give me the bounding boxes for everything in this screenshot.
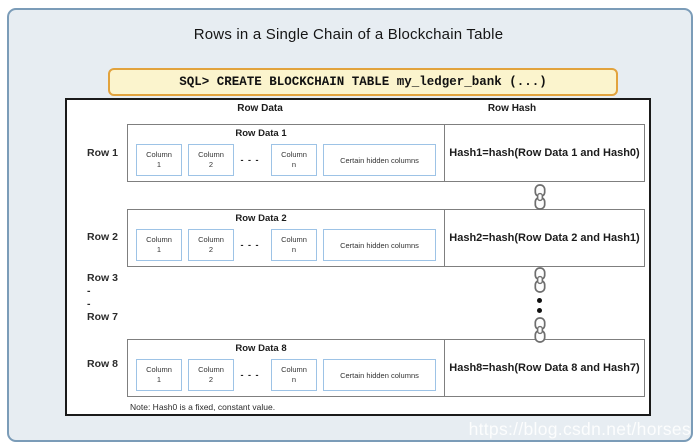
row-label-3: Row 3 bbox=[87, 272, 118, 284]
row-band-1: Row Data 1 Column 1 Column 2 - - - Colum… bbox=[127, 124, 645, 182]
row-label-1: Row 1 bbox=[87, 147, 118, 159]
column-number: n bbox=[291, 375, 297, 384]
column-label: Column bbox=[146, 364, 172, 374]
sql-command-text: SQL> CREATE BLOCKCHAIN TABLE my_ledger_b… bbox=[179, 75, 547, 89]
hidden-columns-box: Certain hidden columns bbox=[323, 229, 436, 261]
footnote: Note: Hash0 is a fixed, constant value. bbox=[130, 402, 276, 412]
column-box-2: Column 2 bbox=[188, 144, 234, 176]
column-number: 1 bbox=[156, 375, 162, 384]
column-header-row-data: Row Data bbox=[237, 103, 283, 114]
column-number: 2 bbox=[208, 245, 214, 254]
column-box-1: Column 1 bbox=[136, 229, 182, 261]
column-box-1: Column 1 bbox=[136, 359, 182, 391]
row-hash-cell: Hash8=hash(Row Data 8 and Hash7) bbox=[444, 340, 644, 396]
watermark-url: https://blog.csdn.net/horses bbox=[468, 419, 691, 439]
column-ellipsis: - - - bbox=[240, 370, 260, 380]
column-label: Column bbox=[198, 364, 224, 374]
row-label-8: Row 8 bbox=[87, 358, 118, 370]
row-data-section: Row Data 2 Column 1 Column 2 - - - Colum… bbox=[128, 210, 444, 266]
column-box-1: Column 1 bbox=[136, 144, 182, 176]
column-label: Column bbox=[281, 149, 307, 159]
row-data-section: Row Data 1 Column 1 Column 2 - - - Colum… bbox=[128, 125, 444, 181]
row-data-title: Row Data 1 bbox=[235, 128, 287, 139]
column-label: Column bbox=[198, 234, 224, 244]
column-ellipsis: - - - bbox=[240, 155, 260, 165]
hidden-columns-box: Certain hidden columns bbox=[323, 359, 436, 391]
sql-command-box: SQL> CREATE BLOCKCHAIN TABLE my_ledger_b… bbox=[108, 68, 618, 96]
columns-area: Column 1 Column 2 - - - Column n Certain… bbox=[128, 227, 444, 266]
column-number: n bbox=[291, 245, 297, 254]
column-box-2: Column 2 bbox=[188, 229, 234, 261]
column-label: Column bbox=[198, 149, 224, 159]
column-number: 1 bbox=[156, 160, 162, 169]
hidden-columns-box: Certain hidden columns bbox=[323, 144, 436, 176]
column-box-n: Column n bbox=[271, 144, 317, 176]
column-ellipsis: - - - bbox=[240, 240, 260, 250]
columns-area: Column 1 Column 2 - - - Column n Certain… bbox=[128, 142, 444, 181]
row-band-2: Row Data 2 Column 1 Column 2 - - - Colum… bbox=[127, 209, 645, 267]
row-label-7: Row 7 bbox=[87, 311, 118, 323]
column-label: Column bbox=[281, 234, 307, 244]
column-number: n bbox=[291, 160, 297, 169]
column-label: Column bbox=[281, 364, 307, 374]
ellipsis-dot bbox=[537, 308, 542, 313]
column-box-n: Column n bbox=[271, 359, 317, 391]
chain-link-icon bbox=[534, 317, 546, 343]
ellipsis-dot bbox=[537, 298, 542, 303]
column-number: 2 bbox=[208, 160, 214, 169]
row-data-title: Row Data 2 bbox=[235, 213, 287, 224]
column-header-row-hash: Row Hash bbox=[487, 103, 537, 114]
row-label-gap-dash: - bbox=[87, 285, 91, 297]
row-data-title: Row Data 8 bbox=[235, 343, 287, 354]
column-box-2: Column 2 bbox=[188, 359, 234, 391]
column-number: 1 bbox=[156, 245, 162, 254]
row-band-8: Row Data 8 Column 1 Column 2 - - - Colum… bbox=[127, 339, 645, 397]
column-box-n: Column n bbox=[271, 229, 317, 261]
chain-link-icon bbox=[534, 184, 546, 210]
column-number: 2 bbox=[208, 375, 214, 384]
row-label-gap-dash: - bbox=[87, 298, 91, 310]
blockchain-table-diagram: Row Data Row Hash Row Data 1 Column 1 Co… bbox=[65, 98, 651, 416]
row-hash-cell: Hash2=hash(Row Data 2 and Hash1) bbox=[444, 210, 644, 266]
row-hash-cell: Hash1=hash(Row Data 1 and Hash0) bbox=[444, 125, 644, 181]
chain-link-icon bbox=[534, 267, 546, 293]
columns-area: Column 1 Column 2 - - - Column n Certain… bbox=[128, 357, 444, 396]
row-data-section: Row Data 8 Column 1 Column 2 - - - Colum… bbox=[128, 340, 444, 396]
hash-formula: Hash8=hash(Row Data 8 and Hash7) bbox=[449, 362, 640, 374]
page-title: Rows in a Single Chain of a Blockchain T… bbox=[193, 26, 504, 43]
column-label: Column bbox=[146, 149, 172, 159]
column-label: Column bbox=[146, 234, 172, 244]
hash-formula: Hash2=hash(Row Data 2 and Hash1) bbox=[449, 232, 640, 244]
hash-formula: Hash1=hash(Row Data 1 and Hash0) bbox=[449, 147, 640, 159]
row-label-2: Row 2 bbox=[87, 231, 118, 243]
